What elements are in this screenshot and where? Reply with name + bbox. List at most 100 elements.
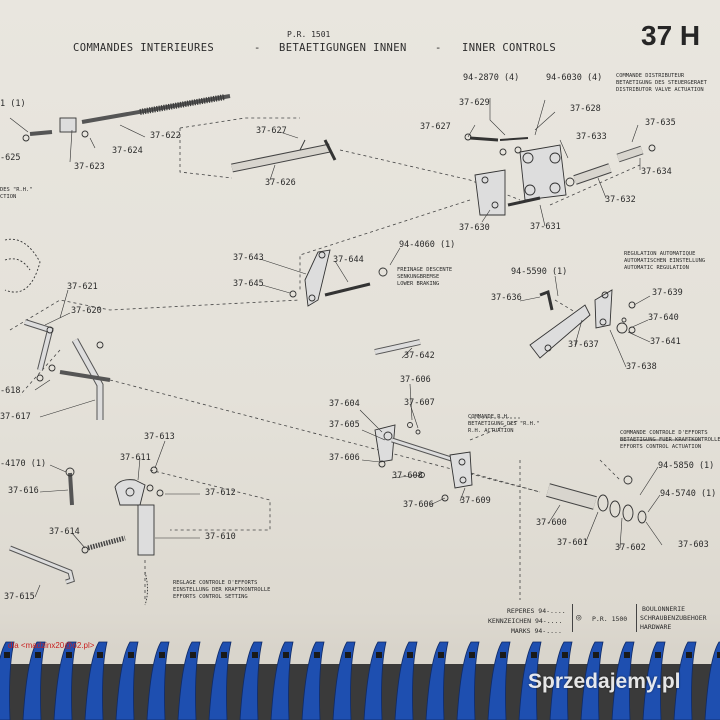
binding-hole (655, 652, 661, 658)
binding-coil (673, 641, 697, 720)
callout: 37-612 (205, 488, 236, 498)
callout: -618 (0, 386, 21, 396)
binding-hole (531, 652, 537, 658)
effort-control-parts (9, 466, 164, 606)
callout: 37-633 (576, 132, 607, 142)
effort-sleeve-parts (546, 475, 647, 524)
callout: 37-642 (404, 351, 435, 361)
legend-marks: MARKS 94-.... (511, 627, 562, 635)
legend-pr-ref: P.R. 1500 (592, 615, 628, 623)
note-distributor-actuation: COMMANDE DISTRIBUTEUR BETAETIGUNG DES ST… (616, 73, 707, 93)
callout: 37-627 (420, 122, 451, 132)
binding-coil (394, 641, 418, 720)
binding-coil (518, 641, 542, 720)
callout: 37-606 (329, 453, 360, 463)
binding-coil (301, 641, 325, 720)
callout: 37-632 (605, 195, 636, 205)
binding-hole (252, 652, 258, 658)
callout: 37-604 (329, 399, 360, 409)
callout: 37-603 (678, 540, 709, 550)
binding-coil (84, 641, 108, 720)
lower-braking-lever (289, 249, 388, 307)
callout: 94-4060 (1) (399, 240, 456, 250)
callout: 37-614 (49, 527, 80, 537)
callout: 94-5590 (1) (511, 267, 568, 277)
callout: 37-610 (205, 532, 236, 542)
note-automatic-regulation: REGULATION AUTOMATIQUE AUTOMATISCHEN EIN… (624, 251, 706, 271)
eye-icon: ◎ (576, 613, 582, 623)
binding-hole (190, 652, 196, 658)
callout: 37-634 (641, 167, 672, 177)
title-german: BETAETIGUNGEN INNEN (279, 42, 407, 54)
binding-coil (208, 641, 232, 720)
callout: 37-601 (557, 538, 588, 548)
binding-hole (686, 652, 692, 658)
binding-hole (376, 652, 382, 658)
note-rh-actuation-left-fragment: DES "R.H." CTION (0, 187, 33, 200)
callout: 94-5740 (1) (660, 489, 717, 499)
title-separator-1: - (254, 42, 261, 54)
binding-coil (704, 641, 720, 720)
legend-hardware: HARDWARE (640, 623, 672, 631)
rh-actuation-shaft (374, 422, 473, 502)
binding-hole (314, 652, 320, 658)
legend-divider-2 (572, 604, 573, 632)
binding-hole (159, 652, 165, 658)
legend-kennzeichen: KENNZEICHEN 94-.... (488, 617, 563, 625)
callout: 37-621 (67, 282, 98, 292)
binding-coil (332, 641, 356, 720)
callout: 37-637 (568, 340, 599, 350)
legend-divider (636, 604, 637, 632)
title-separator-2: - (435, 42, 442, 54)
note-effort-control-setting: REGLAGE CONTROLE D'EFFORTS EINSTELLUNG D… (173, 580, 271, 600)
callout: 37-608 (392, 471, 423, 481)
callout: 37-606 (400, 375, 431, 385)
note-rh-actuation: COMMANDE R.H. BETAETIGUNG DES "R.H." R.H… (468, 414, 540, 434)
binding-hole (221, 652, 227, 658)
callout: 37-622 (150, 131, 181, 141)
callout: 37-640 (648, 313, 679, 323)
binding-coil (239, 641, 263, 720)
binding-hole (438, 652, 444, 658)
binding-coil (425, 641, 449, 720)
binding-coil (487, 641, 511, 720)
note-lower-braking: FREINAGE DESCENTE SENKUNGBREMSE LOWER BR… (397, 267, 453, 287)
binding-coil (642, 641, 666, 720)
callout: 37-611 (120, 453, 151, 463)
callout: 37-607 (404, 398, 435, 408)
callout: 37-628 (570, 104, 601, 114)
binding-coil (22, 641, 46, 720)
binding-hole (500, 652, 506, 658)
binding-hole (66, 652, 72, 658)
binding-hole (345, 652, 351, 658)
binding-coil (270, 641, 294, 720)
binding-coil (580, 641, 604, 720)
callout: 37-645 (233, 279, 264, 289)
binding-coil (363, 641, 387, 720)
callout: 37-624 (112, 146, 143, 156)
callout: 37-631 (530, 222, 561, 232)
callout: 37-606 (403, 500, 434, 510)
binding-hole (97, 652, 103, 658)
catalog-reference: P.R. 1501 (287, 30, 331, 39)
rod-37-622 (22, 94, 231, 142)
binding-coil (0, 641, 15, 720)
callout: 94-6030 (4) (546, 73, 603, 83)
legend-schrauben: SCHRAUBENZUBEHOER (640, 614, 707, 622)
callout: 37-600 (536, 518, 567, 528)
binding-hole (593, 652, 599, 658)
title-english: INNER CONTROLS (462, 42, 557, 54)
callout: 37-627 (256, 126, 287, 136)
binding-hole (35, 652, 41, 658)
callout: 37-620 (71, 306, 102, 316)
callout: 37-615 (4, 592, 35, 602)
binding-hole (4, 652, 10, 658)
callout: 37-602 (615, 543, 646, 553)
binding-coil (177, 641, 201, 720)
legend-reperes: REPERES 94-.... (507, 607, 566, 615)
callout: 37-629 (459, 98, 490, 108)
page-code: 37 H (641, 20, 701, 51)
auto-regulation-lever (529, 289, 636, 359)
binding-hole (128, 652, 134, 658)
